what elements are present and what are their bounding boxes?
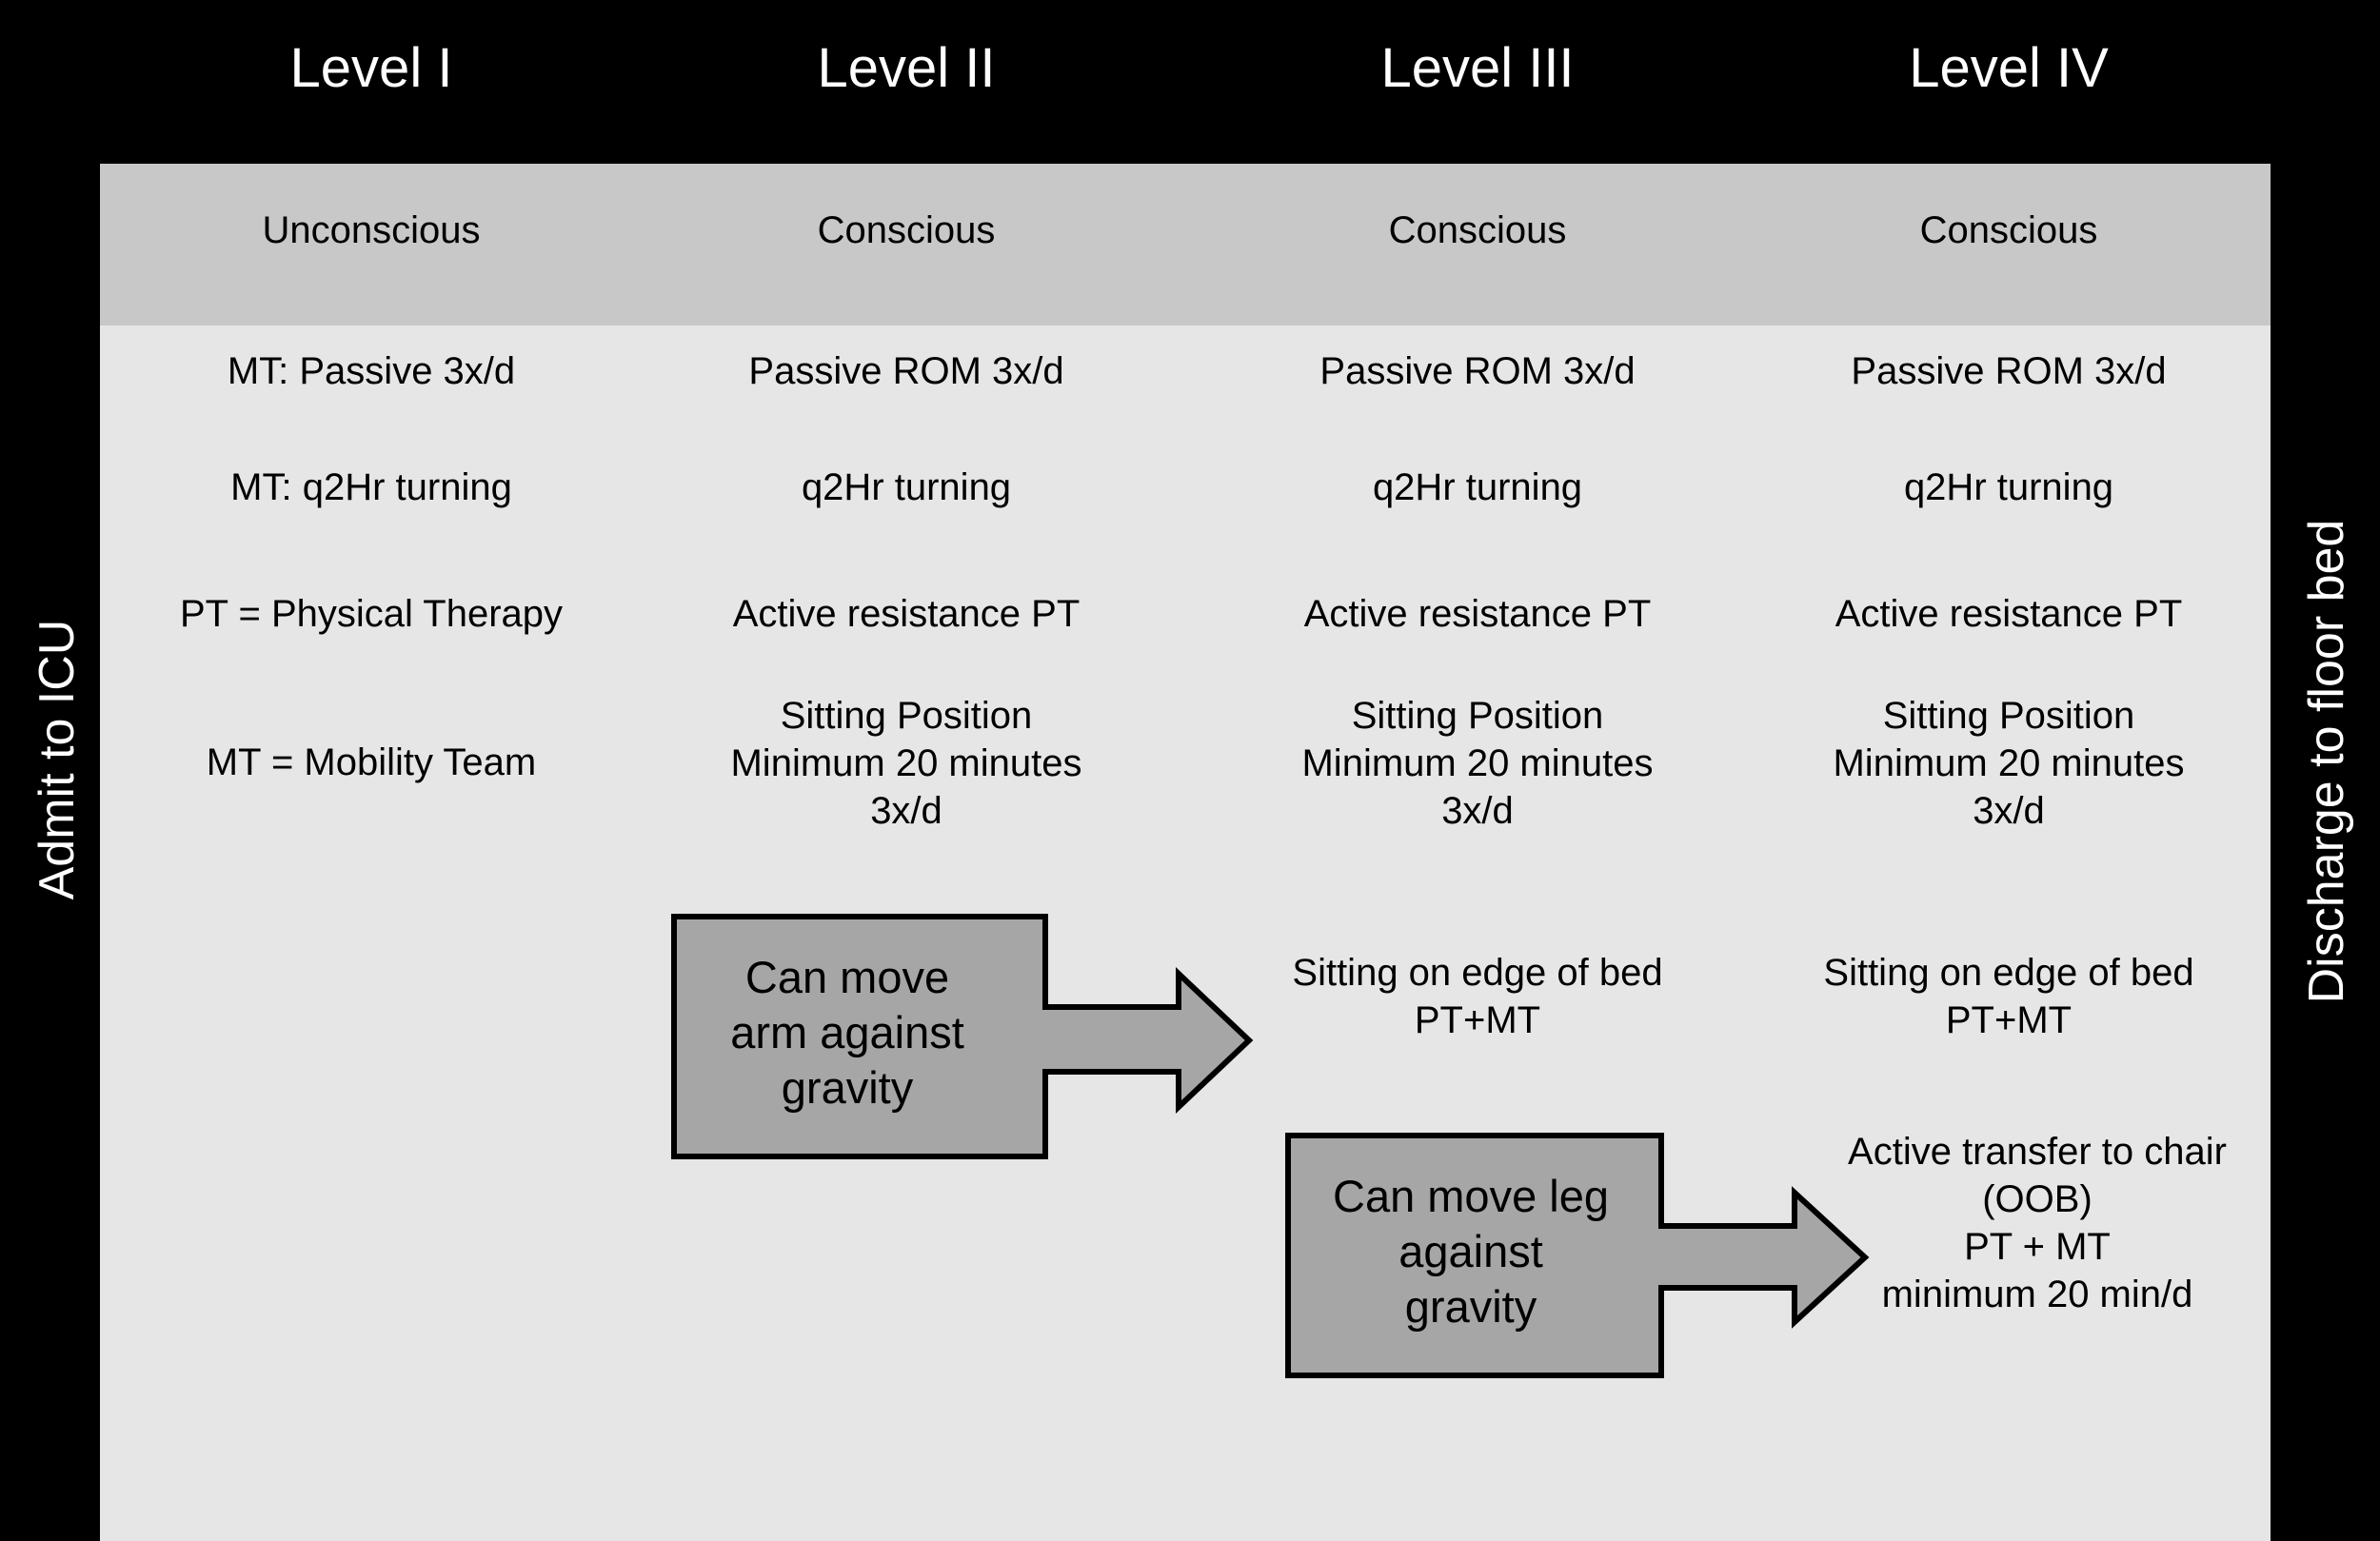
admit-to-icu-label: Admit to ICU [30,619,85,900]
level-4-state: Conscious [1919,209,2098,251]
level-4-item-4: Sitting Position Minimum 20 minutes 3x/d [1833,695,2185,832]
level-1-title: Level I [289,37,453,99]
level-3-item-3: Active resistance PT [1303,593,1652,635]
level-3-title: Level III [1380,37,1575,99]
level-4-item-5: Sitting on edge of bed PT+MT [1823,952,2194,1041]
level-2-item-1: Passive ROM 3x/d [748,350,1064,392]
protocol-panel [100,164,2271,1541]
arm-against-gravity-label: Can move arm against gravity [730,952,964,1113]
level-4-item-1: Passive ROM 3x/d [1851,350,2167,392]
arm-against-gravity-arrow [671,914,1254,1159]
level-4-item-2: q2Hr turning [1903,466,2114,508]
consciousness-band [100,164,2271,326]
level-3-item-5: Sitting on edge of bed PT+MT [1292,952,1663,1041]
level-4-item-3: Active resistance PT [1835,593,2183,635]
level-2-item-2: q2Hr turning [801,466,1012,508]
level-4-title: Level IV [1909,37,2109,99]
level-1-item-2: MT: q2Hr turning [230,466,512,508]
level-3-item-1: Passive ROM 3x/d [1319,350,1636,392]
discharge-to-floor-bed-label: Discharge to floor bed [2299,519,2354,1004]
level-3-item-4: Sitting Position Minimum 20 minutes 3x/d [1301,695,1654,832]
level-1-item-1: MT: Passive 3x/d [227,350,516,392]
level-4-item-6: Active transfer to chair (OOB) PT + MT m… [1848,1131,2227,1315]
level-3-item-2: q2Hr turning [1372,466,1583,508]
level-1-item-4: MT = Mobility Team [206,741,537,783]
leg-against-gravity-label: Can move leg against gravity [1333,1171,1609,1332]
level-2-state: Conscious [817,209,996,251]
level-1-item-3: PT = Physical Therapy [179,593,564,635]
level-1-state: Unconscious [262,209,481,251]
level-2-item-4: Sitting Position Minimum 20 minutes 3x/d [730,695,1082,832]
leg-against-gravity-arrow [1285,1133,1870,1378]
level-2-item-3: Active resistance PT [732,593,1081,635]
level-2-title: Level II [817,37,996,99]
level-3-state: Conscious [1388,209,1567,251]
